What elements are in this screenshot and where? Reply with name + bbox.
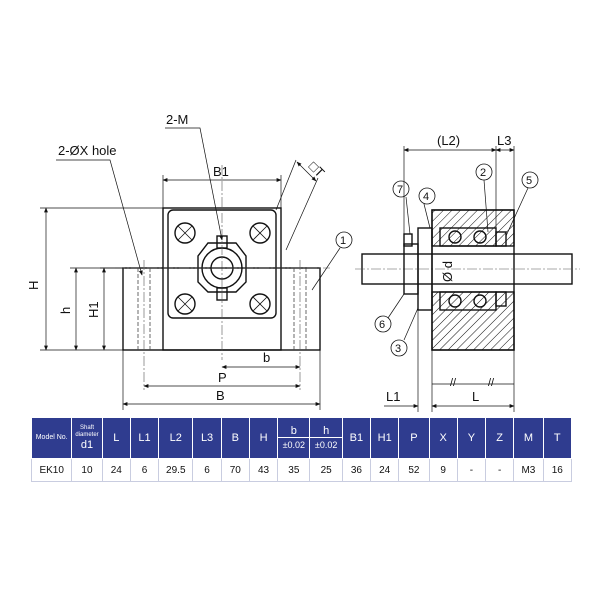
- dim-P-label: P: [218, 370, 227, 385]
- hole-label: 2-ØX hole: [58, 143, 117, 158]
- table-cell: M3: [513, 458, 544, 482]
- header-P: P: [398, 417, 430, 459]
- table-cell: 24: [370, 458, 400, 482]
- svg-text://: //: [488, 377, 495, 389]
- flange-bolt-holes: [174, 222, 271, 315]
- table-cell: 25: [309, 458, 343, 482]
- table-cell: 29.5: [158, 458, 194, 482]
- callout-4: 4: [423, 191, 429, 203]
- header-L2: L2: [158, 417, 194, 459]
- table-cell: 16: [542, 458, 573, 482]
- callouts: 7 4 2 5 6 3: [374, 163, 539, 357]
- dim-B1-label: B1: [213, 164, 229, 179]
- table-cell: 36: [341, 458, 372, 482]
- dim-H1-label: H1: [86, 301, 101, 318]
- header-Y: Y: [456, 417, 487, 459]
- table-cell: 70: [220, 458, 250, 482]
- header-L1: L1: [129, 417, 160, 459]
- header-M: M: [513, 417, 544, 459]
- callout-1: 1: [340, 235, 346, 247]
- callout-7: 7: [397, 184, 403, 196]
- header-Z: Z: [485, 417, 515, 459]
- table-cell: 10: [71, 458, 103, 482]
- table-cell: EK10: [30, 458, 73, 482]
- header-L3: L3: [192, 417, 222, 459]
- base-block: [122, 267, 321, 351]
- table-cell: 6: [129, 458, 160, 482]
- table-cell: 6: [192, 458, 222, 482]
- header-B1: B1: [341, 417, 372, 459]
- dim-d-label: Ø d: [440, 261, 455, 282]
- header-T: T: [542, 417, 573, 459]
- dim-L3-label: L3: [497, 133, 511, 148]
- table-cell: 52: [398, 458, 430, 482]
- callout-5: 5: [526, 175, 532, 187]
- header-b: b±0.02: [277, 417, 311, 459]
- table-cell: 35: [277, 458, 311, 482]
- header-B: B: [220, 417, 250, 459]
- table-cell: -: [456, 458, 487, 482]
- header-H: H: [248, 417, 279, 459]
- callout-3: 3: [395, 343, 401, 355]
- dim-L2-label: (L2): [437, 133, 460, 148]
- dim-L-label: L: [472, 389, 479, 404]
- table-row: EK10 10 24 6 29.5 6 70 43 35 25 36 24 52…: [30, 458, 573, 482]
- table-cell: 24: [101, 458, 131, 482]
- dim-T-label: □T: [306, 159, 328, 181]
- header-model: Model No.: [30, 417, 73, 459]
- callout-2: 2: [480, 167, 486, 179]
- table-cell: -: [485, 458, 515, 482]
- dim-b-label: b: [263, 350, 270, 365]
- technical-drawing: B1 □T 2-M 2-ØX hole H h H1 b P: [26, 112, 580, 412]
- housing-section-bottom: [431, 291, 515, 351]
- svg-text://: //: [450, 377, 457, 389]
- dim-L1-label: L1: [386, 389, 400, 404]
- table-cell: 43: [248, 458, 279, 482]
- callout-6: 6: [379, 319, 385, 331]
- dim-B-label: B: [216, 388, 225, 403]
- dim-h-label: h: [58, 307, 73, 314]
- header-L: L: [101, 417, 131, 459]
- front-view: B1 □T 2-M 2-ØX hole H h H1 b P: [26, 112, 353, 410]
- header-X: X: [428, 417, 458, 459]
- bore-housing: [197, 242, 247, 293]
- screw-label: 2-M: [166, 112, 188, 127]
- side-view: Ø d (L2) L3 L1 L // // 7 4 2: [355, 133, 580, 412]
- table-cell: 9: [428, 458, 458, 482]
- dim-H-label: H: [26, 281, 41, 290]
- header-H1: H1: [370, 417, 400, 459]
- header-h: h±0.02: [309, 417, 343, 459]
